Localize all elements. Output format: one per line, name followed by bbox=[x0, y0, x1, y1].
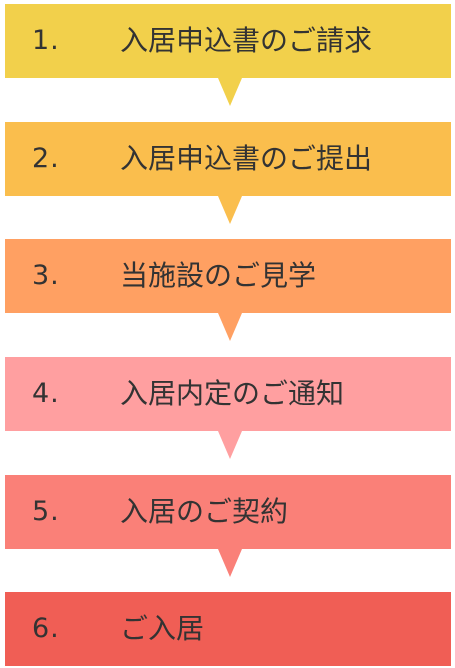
step-1-request-application: 1. 入居申込書のご請求 bbox=[5, 4, 451, 78]
step-label: 当施設のご見学 bbox=[120, 259, 317, 292]
step-number: 6. bbox=[32, 613, 60, 644]
down-arrow-icon bbox=[218, 549, 242, 577]
step-6-move-in: 6. ご入居 bbox=[5, 592, 451, 666]
step-label: ご入居 bbox=[120, 612, 205, 645]
step-label: 入居申込書のご請求 bbox=[120, 24, 373, 57]
step-label: 入居内定のご通知 bbox=[120, 377, 345, 410]
step-2-submit-application: 2. 入居申込書のご提出 bbox=[5, 122, 451, 196]
step-label: 入居申込書のご提出 bbox=[120, 142, 373, 175]
step-number: 3. bbox=[32, 260, 60, 291]
step-5-contract: 5. 入居のご契約 bbox=[5, 475, 451, 549]
step-number: 2. bbox=[32, 143, 60, 174]
down-arrow-icon bbox=[218, 313, 242, 341]
step-number: 1. bbox=[32, 25, 60, 56]
step-number: 5. bbox=[32, 496, 60, 527]
step-3-facility-tour: 3. 当施設のご見学 bbox=[5, 239, 451, 313]
down-arrow-icon bbox=[218, 78, 242, 106]
down-arrow-icon bbox=[218, 431, 242, 459]
down-arrow-icon bbox=[218, 196, 242, 224]
step-4-admission-notice: 4. 入居内定のご通知 bbox=[5, 357, 451, 431]
step-number: 4. bbox=[32, 378, 60, 409]
step-label: 入居のご契約 bbox=[120, 495, 289, 528]
